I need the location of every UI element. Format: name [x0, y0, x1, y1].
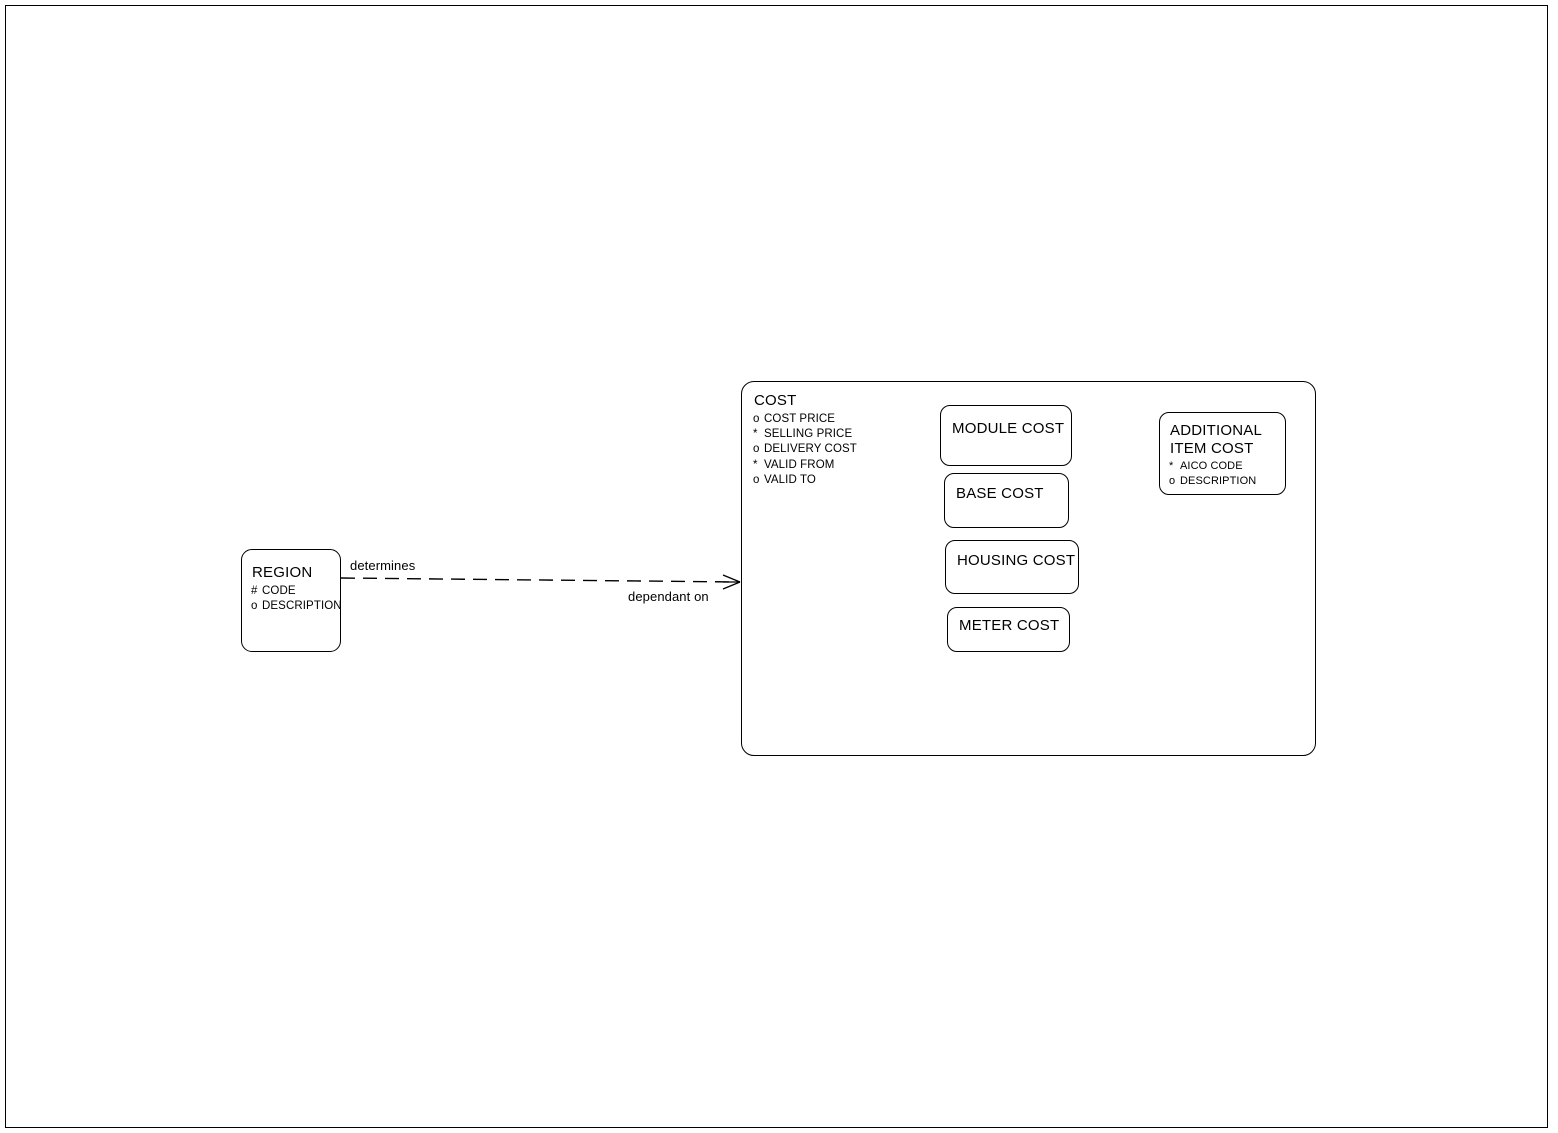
entity-additional-item-cost[interactable]: ADDITIONAL ITEM COST * AICO CODE o DESCRIP…: [1159, 412, 1286, 495]
attribute-row: o DELIVERY COST: [753, 442, 857, 457]
attribute-name: DESCRIPTION: [1180, 474, 1257, 487]
attribute-marker: *: [753, 428, 758, 441]
entity-module-cost-title: MODULE COST: [952, 420, 1065, 437]
attribute-name: SELLING PRICE: [764, 428, 853, 441]
attribute-marker: o: [251, 600, 258, 613]
attribute-marker: *: [1169, 460, 1174, 472]
entity-cost-title: COST: [754, 392, 797, 409]
entity-title-line-1: ADDITIONAL: [1170, 422, 1263, 439]
attribute-row: o DESCRIPTION: [1169, 474, 1256, 489]
attribute-marker: *: [753, 458, 758, 471]
attribute-row: # CODE: [251, 584, 340, 599]
entity-meter-cost-title: METER COST: [959, 617, 1060, 634]
entity-title-line-2: ITEM COST: [1170, 440, 1254, 457]
entity-housing-cost[interactable]: HOUSING COST: [945, 540, 1079, 594]
attribute-row: * SELLING PRICE: [753, 427, 857, 442]
entity-module-cost[interactable]: MODULE COST: [940, 405, 1072, 466]
attribute-name: VALID TO: [764, 473, 816, 486]
attribute-name: AICO CODE: [1180, 460, 1243, 472]
entity-additional-item-cost-attributes: * AICO CODE o DESCRIPTION: [1169, 459, 1256, 488]
entity-additional-item-cost-title: ADDITIONAL ITEM COST: [1170, 422, 1262, 458]
attribute-name: VALID FROM: [764, 458, 835, 471]
attribute-name: COST PRICE: [764, 413, 836, 425]
entity-region-title: REGION: [252, 564, 313, 581]
entity-base-cost-title: BASE COST: [956, 485, 1044, 502]
relationship-label-dependant-on: dependant on: [628, 589, 709, 604]
relationship-label-determines: determines: [350, 558, 416, 573]
attribute-row: * VALID FROM: [753, 458, 857, 473]
entity-housing-cost-title: HOUSING COST: [957, 552, 1076, 569]
entity-region[interactable]: REGION # CODE o DESCRIPTION: [241, 549, 341, 652]
entity-meter-cost[interactable]: METER COST: [947, 607, 1070, 652]
attribute-row: * AICO CODE: [1169, 459, 1256, 474]
attribute-name: DELIVERY COST: [764, 443, 857, 456]
attribute-marker: o: [1169, 474, 1176, 487]
attribute-marker: o: [753, 443, 760, 456]
attribute-marker: o: [753, 413, 760, 425]
entity-base-cost[interactable]: BASE COST: [944, 473, 1069, 528]
attribute-marker: #: [251, 585, 258, 597]
attribute-row: o VALID TO: [753, 473, 857, 488]
attribute-marker: o: [753, 473, 760, 486]
attribute-row: o COST PRICE: [753, 412, 857, 427]
attribute-row: o DESCRIPTION: [251, 599, 341, 614]
attribute-name: CODE: [262, 585, 296, 597]
attribute-name: DESCRIPTION: [262, 600, 341, 613]
page-border: [5, 5, 1548, 1128]
entity-region-attributes: # CODE o DESCRIPTION: [251, 584, 341, 614]
